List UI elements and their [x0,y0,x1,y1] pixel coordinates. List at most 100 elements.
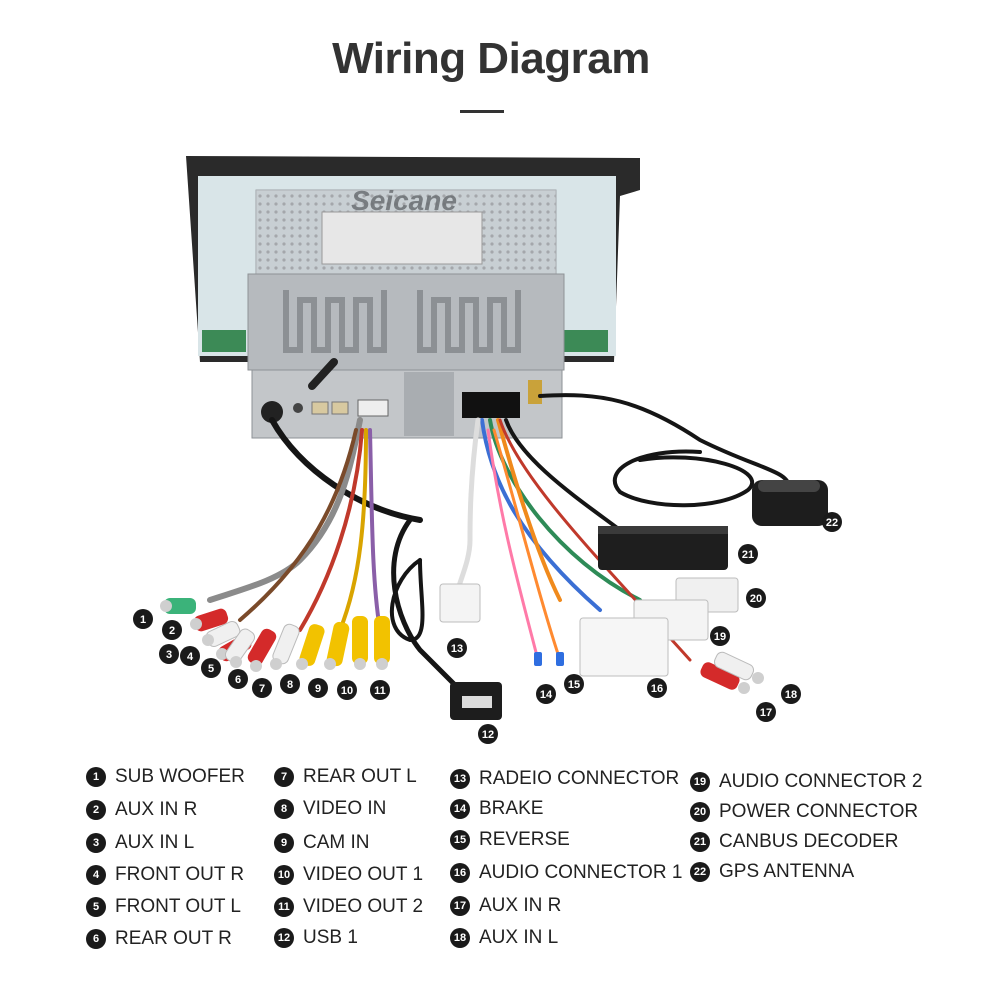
legend-item: 2 AUX IN R [86,798,197,822]
rca-bundle-brown [238,428,358,622]
diagram-callouts: 1 2 3 4 5 6 7 8 9 10 11 12 13 14 15 16 1… [133,512,842,744]
legend-number: 7 [274,767,294,787]
svg-text:10: 10 [341,685,353,697]
svg-text:12: 12 [482,729,494,741]
rca-harness-socket [357,399,389,417]
rca-plug-aux-in-l-rear [713,651,764,684]
canbus-decoder-icon [598,526,728,570]
legend-label: POWER CONNECTOR [719,801,919,822]
legend-label: USB 1 [303,927,358,948]
rca-plug-rear-out-r [247,628,277,672]
legend-item: 22 GPS ANTENNA [690,860,854,884]
svg-text:19: 19 [714,631,726,643]
legend-label: AUX IN L [479,927,559,948]
head-unit: Seicane [186,156,640,439]
legend-number: 16 [450,863,470,883]
svg-text:2: 2 [169,625,175,637]
heatsink-fins-right [417,290,521,353]
callout-17: 17 [756,702,776,722]
svg-text:5: 5 [208,663,214,675]
callout-9: 9 [308,678,328,698]
svg-text:4: 4 [187,651,194,663]
callout-16: 16 [647,678,667,698]
callout-11: 11 [370,680,390,700]
harness-orange-reverse [492,428,562,662]
pcb-strip-left [202,330,246,352]
legend-item: 5 FRONT OUT L [86,895,241,919]
svg-text:17: 17 [760,707,772,719]
usb-connector-icon [450,682,502,720]
legend-number: 14 [450,799,470,819]
legend-number: 18 [450,928,470,948]
legend-number: 9 [274,833,294,853]
brake-wire-tip [534,652,542,666]
legend-label: FRONT OUT L [115,896,241,917]
harness-white [467,417,481,543]
page-title: Wiring Diagram [332,34,650,83]
rca-plug-video-out-1 [352,616,368,670]
aux-jack [293,403,303,413]
antenna-port [261,401,283,423]
svg-text:9: 9 [315,683,321,695]
callout-13: 13 [447,638,467,658]
harness-blue [480,418,602,612]
rca-plug-icon [160,598,764,694]
svg-text:16: 16 [651,683,663,695]
legend-number: 22 [690,862,710,882]
legend-number: 12 [274,928,294,948]
callout-2: 2 [162,620,182,640]
svg-text:1: 1 [140,614,146,626]
harness-connector-icon [439,577,739,677]
legend-label: AUX IN R [115,799,198,820]
legend-label: REAR OUT L [303,766,417,787]
callout-14: 14 [536,684,556,704]
svg-text:15: 15 [568,679,580,691]
harness-green [488,418,642,602]
harness-pink [486,428,540,662]
legend-label: AUX IN R [479,895,562,916]
svg-text:13: 13 [451,643,463,655]
rca-plug-aux-in-r-rear [700,662,750,694]
callout-10: 10 [337,680,357,700]
legend-label: GPS ANTENNA [719,861,855,882]
legend-item: 15 REVERSE [450,828,570,852]
rca-bundle-grey [207,417,363,603]
legend-number: 15 [450,830,470,850]
legend-item: 16 AUDIO CONNECTOR 1 [450,861,682,885]
harness-black [504,418,622,532]
legend-number: 5 [86,897,106,917]
legend-label: VIDEO OUT 1 [303,864,424,885]
svg-text:18: 18 [785,689,797,701]
small-socket-2 [331,401,349,415]
reverse-wire-tip [556,652,564,666]
port-panel-divider [404,372,454,436]
legend-label: AUDIO CONNECTOR 1 [479,862,683,883]
svg-text:7: 7 [259,683,265,695]
legend-label: BRAKE [479,798,544,819]
callout-19: 19 [710,626,730,646]
legend-label: FRONT OUT R [115,864,245,885]
svg-text:22: 22 [826,517,838,529]
svg-text:14: 14 [540,689,553,701]
legend-label: AUX IN L [115,832,195,853]
callout-8: 8 [280,674,300,694]
chassis-label [321,211,483,265]
legend-number: 2 [86,800,106,820]
callout-4: 4 [180,646,200,666]
title-underline [460,110,504,113]
legend-number: 13 [450,769,470,789]
legend-number: 17 [450,896,470,916]
legend-label: REVERSE [479,829,570,850]
svg-text:3: 3 [166,649,172,661]
